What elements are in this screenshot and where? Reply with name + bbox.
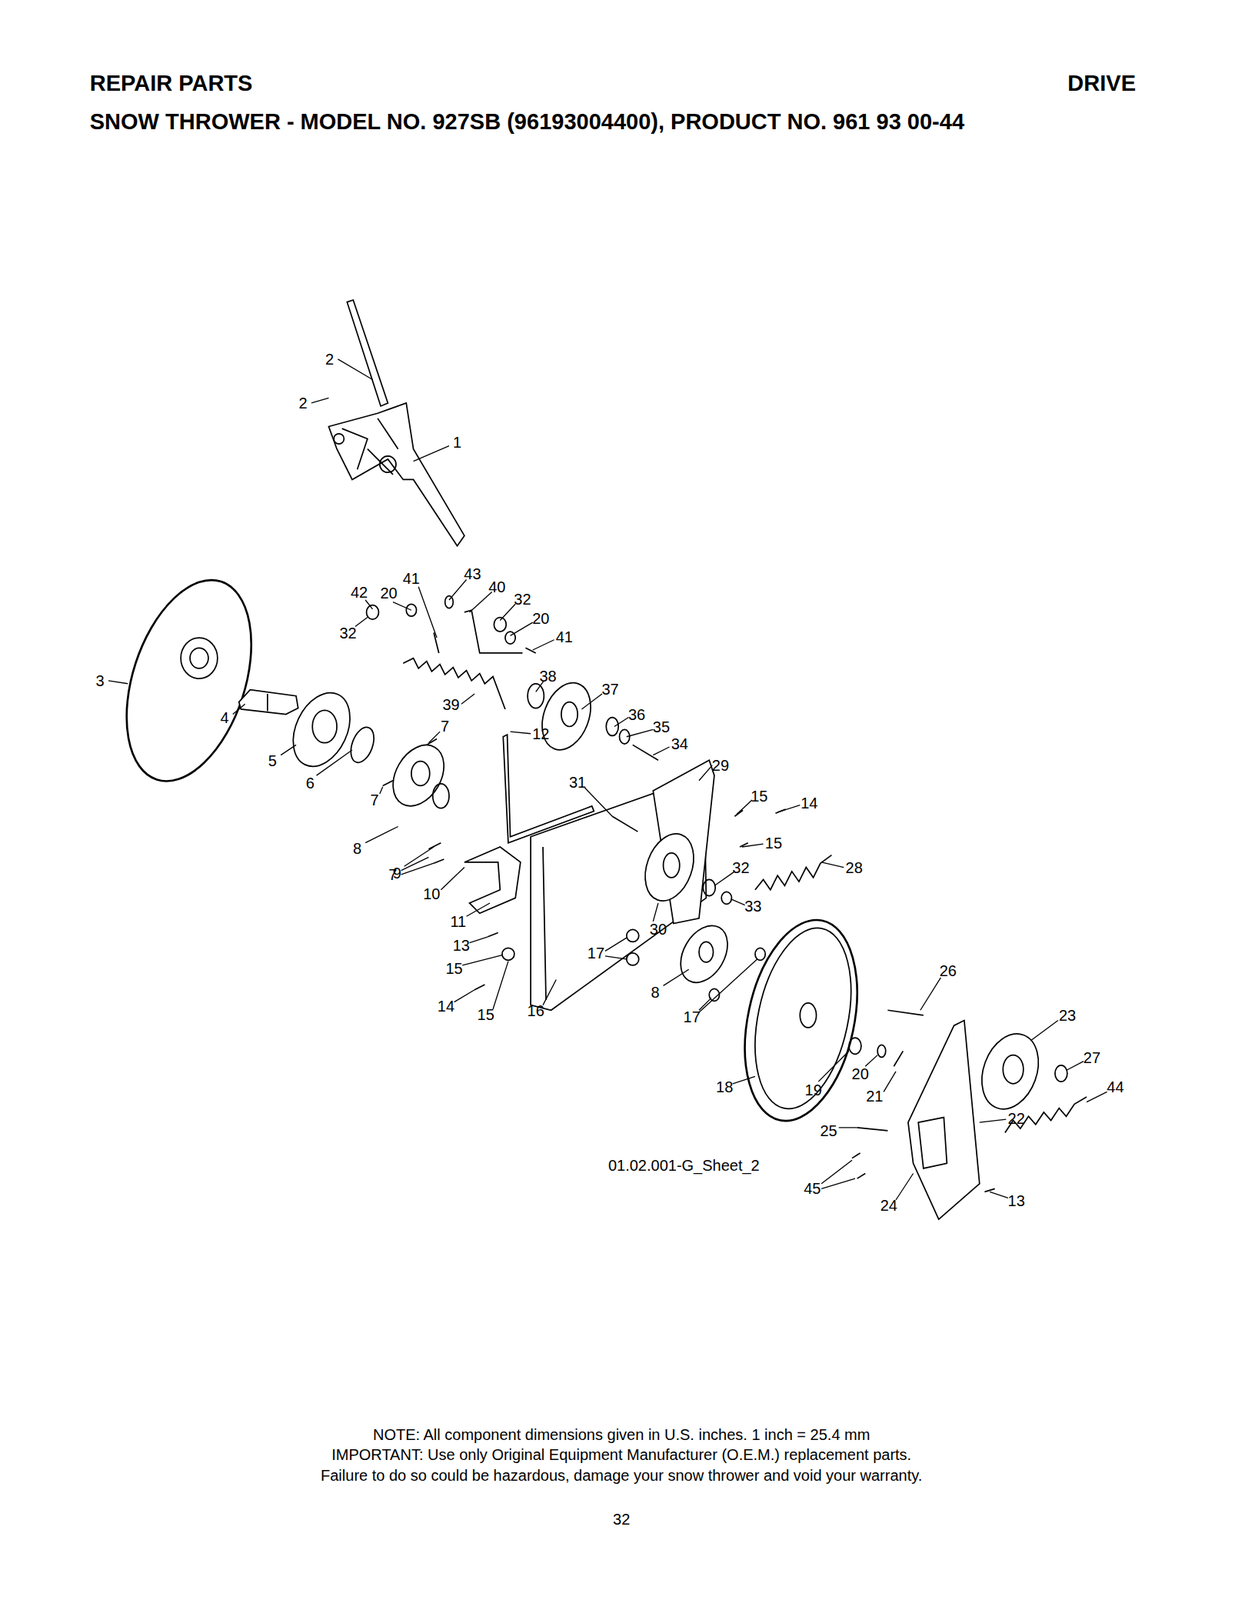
friction-disc: [103, 564, 275, 797]
section-title: DRIVE: [1067, 71, 1136, 97]
note-text: NOTE: All component dimensions given in …: [372, 1425, 870, 1443]
callout-number: 31: [569, 773, 586, 791]
callout-number: 30: [649, 920, 667, 938]
callout-number: 20: [379, 584, 397, 602]
callout-number: 26: [939, 962, 957, 979]
callout-number: 29: [712, 756, 730, 774]
callout-number: 6: [306, 774, 315, 792]
callout-number: 25: [819, 1121, 837, 1139]
callout-number: 4: [219, 709, 229, 726]
callout-number: 36: [628, 705, 646, 723]
callout-number: 45: [803, 1179, 821, 1197]
hex-shaft: [239, 689, 299, 715]
model-line: SNOW THROWER - MODEL NO. 927SB (96193004…: [89, 109, 965, 135]
callout-number: 7: [440, 717, 450, 735]
callout-number: 8: [352, 839, 362, 857]
callout-number: 24: [880, 1196, 898, 1214]
callout-number: 35: [652, 718, 670, 736]
drive-pulley: [728, 908, 924, 1131]
page-title: REPAIR PARTS: [89, 71, 253, 97]
callout-number: 3: [95, 672, 104, 690]
springs-rods: [366, 595, 659, 761]
drawing-number: 01.02.001-G_Sheet_2: [608, 1156, 760, 1174]
callout-number: 2: [325, 350, 334, 368]
callout-number: 41: [402, 569, 420, 587]
callout-number: 14: [800, 794, 818, 812]
callout-number: 27: [1083, 1048, 1101, 1066]
callout-number: 22: [1008, 1109, 1026, 1127]
callout-number: 7: [369, 791, 379, 809]
callout-number: 28: [845, 858, 863, 876]
callout-number: 33: [744, 897, 762, 915]
callout-number: 23: [1058, 1006, 1076, 1024]
callout-number: 7: [388, 865, 397, 883]
callout-number: 11: [449, 912, 467, 930]
callout-number: 34: [671, 735, 689, 753]
callout-number: 15: [765, 834, 783, 852]
callout-number: 2: [299, 394, 308, 412]
callout-number: 32: [339, 624, 357, 642]
callout-number: 40: [488, 578, 506, 596]
callout-number: 15: [445, 959, 463, 977]
callout-number: 37: [601, 680, 619, 698]
callout-number: 44: [1106, 1078, 1124, 1096]
note-text: IMPORTANT: Use only Original Equipment M…: [331, 1445, 912, 1463]
callout-number: 43: [463, 565, 481, 583]
callout-number: 1: [452, 433, 462, 451]
callout-number: 10: [422, 885, 440, 903]
plates: [282, 683, 455, 863]
callout-number: 15: [750, 787, 768, 805]
page-number: 32: [612, 1510, 630, 1528]
callout-number: 16: [527, 1001, 545, 1019]
shift-lever: [328, 299, 464, 546]
callout-number: 13: [452, 936, 470, 954]
callout-number: 32: [732, 858, 749, 876]
callout-number: 20: [852, 1065, 869, 1082]
callout-number: 5: [268, 752, 277, 769]
callout-number: 39: [442, 695, 460, 713]
note-text: Failure to do so could be hazardous, dam…: [320, 1466, 923, 1484]
callout-number: 18: [715, 1078, 733, 1096]
callout-number: 20: [532, 609, 550, 627]
callout-number: 15: [477, 1005, 495, 1023]
callout-number: 17: [587, 944, 605, 962]
callout-number: 14: [437, 997, 455, 1015]
callout-number: 38: [539, 667, 557, 685]
callout-number: 13: [1008, 1191, 1026, 1209]
callout-number: 17: [683, 1008, 701, 1026]
idler-bracket: [852, 1020, 1087, 1220]
leader-lines: [108, 359, 1108, 1200]
callout-number: 32: [513, 590, 531, 608]
callout-number: 8: [650, 983, 660, 1001]
callout-number: 42: [350, 583, 368, 601]
callout-number: 12: [532, 725, 550, 743]
callout-number: 19: [805, 1081, 823, 1099]
callout-number: 21: [865, 1087, 883, 1105]
callout-number: 41: [555, 628, 573, 646]
